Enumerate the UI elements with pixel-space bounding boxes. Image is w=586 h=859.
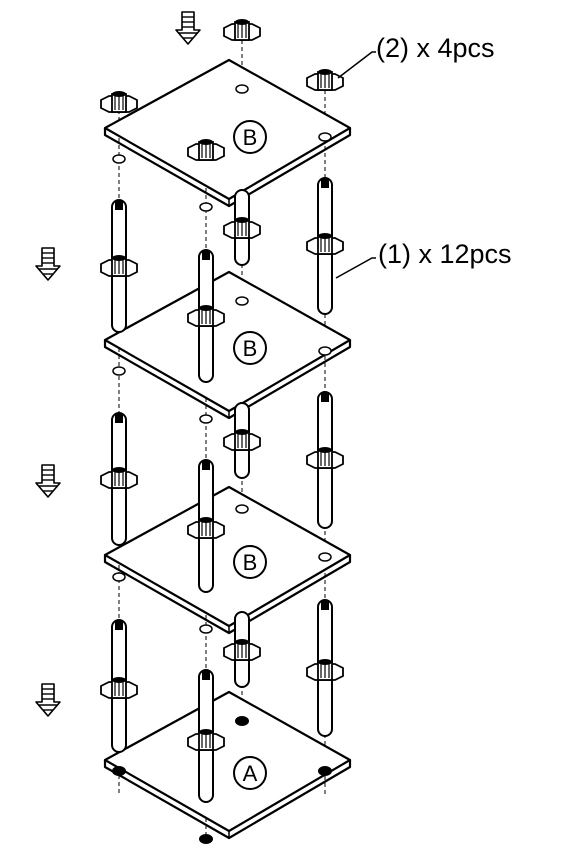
- nut-icon: [223, 18, 261, 41]
- svg-text:B: B: [243, 125, 258, 150]
- plate-b-3: [103, 485, 352, 635]
- standoff-tier-1: [100, 177, 344, 383]
- down-arrow-icon: [35, 247, 61, 281]
- plate-letter-3: B: [233, 545, 267, 579]
- standoff-tier-3: [100, 599, 344, 803]
- standoff-tier-2: [100, 391, 344, 593]
- nut-icon: [306, 446, 344, 469]
- plate-a: [103, 690, 352, 844]
- nut-icon: [223, 638, 261, 661]
- nut-callout: (2) x 4pcs: [376, 33, 495, 63]
- nut-icon: [306, 658, 344, 681]
- standoff-callout: (1) x 12pcs: [378, 239, 512, 269]
- plate-b-1: [103, 58, 352, 212]
- down-arrow-icon: [35, 464, 61, 498]
- plate-letter-1: B: [233, 120, 267, 154]
- nut-icon: [100, 90, 138, 113]
- nut-icon: [306, 68, 344, 91]
- down-arrow-icon: [35, 683, 61, 717]
- plate-letter-4: A: [233, 756, 267, 790]
- callout-leaders: [335, 51, 376, 279]
- plate-b-2: [103, 270, 352, 424]
- svg-text:B: B: [243, 336, 258, 361]
- nut-icon: [223, 216, 261, 239]
- nut-icon: [100, 254, 138, 277]
- nut-icon: [100, 676, 138, 699]
- nut-icon: [100, 466, 138, 489]
- svg-text:B: B: [243, 550, 258, 575]
- plate-letter-2: B: [233, 331, 267, 365]
- nut-icon: [306, 232, 344, 255]
- svg-text:A: A: [243, 761, 258, 786]
- nut-icon: [223, 428, 261, 451]
- down-arrow-icon: [175, 11, 201, 45]
